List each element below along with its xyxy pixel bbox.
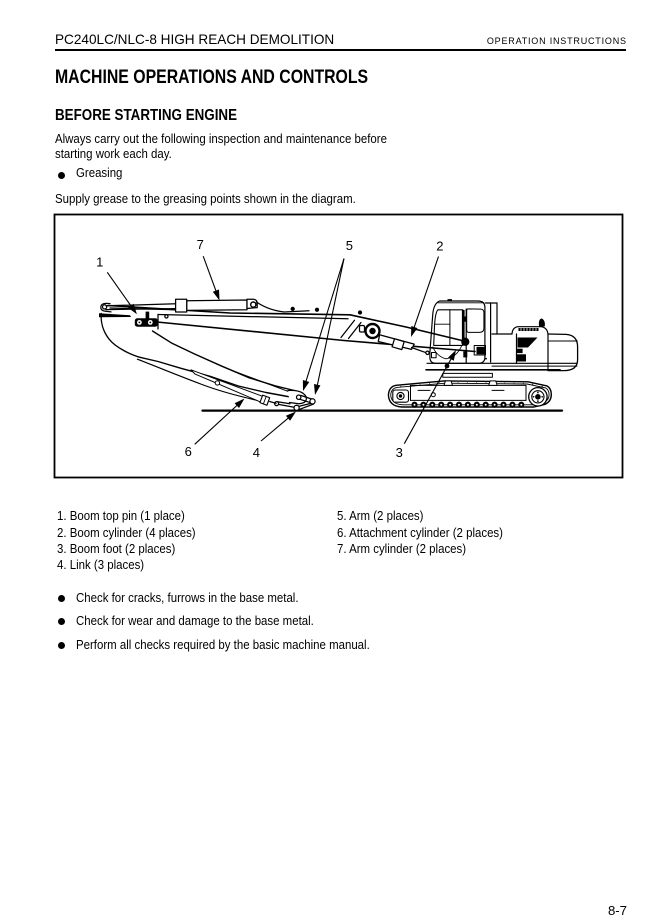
svg-text:5: 5 bbox=[346, 238, 353, 253]
svg-text:6: 6 bbox=[185, 444, 192, 459]
svg-text:4: 4 bbox=[253, 445, 260, 460]
svg-text:1: 1 bbox=[96, 254, 103, 269]
svg-text:7: 7 bbox=[197, 237, 204, 252]
svg-text:3: 3 bbox=[396, 445, 403, 460]
svg-text:2: 2 bbox=[436, 238, 443, 253]
